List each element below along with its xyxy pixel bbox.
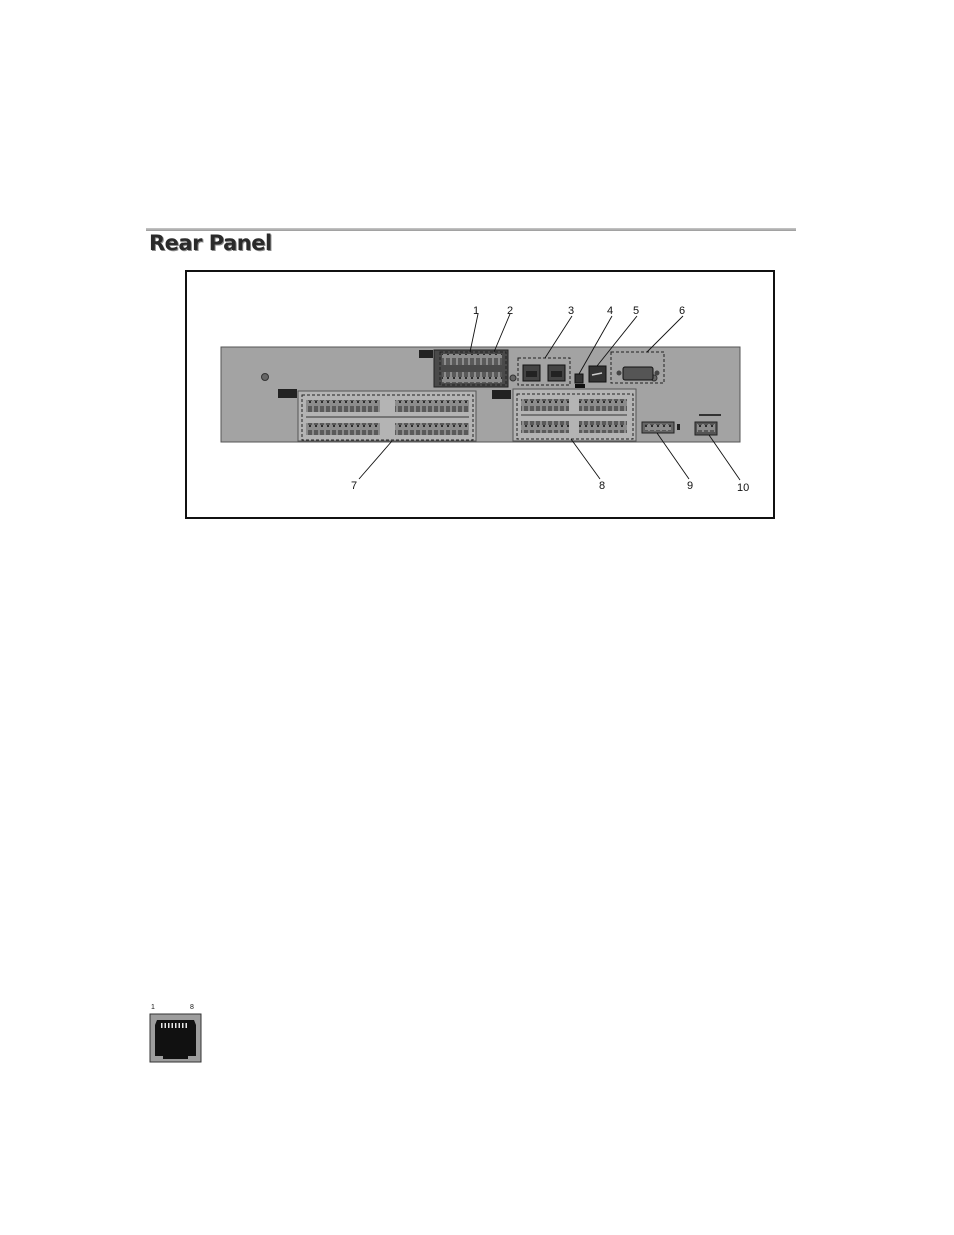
callout-9: 9 bbox=[687, 480, 693, 492]
callout-7: 7 bbox=[351, 480, 357, 492]
rear-panel-figure: 1 2 3 4 5 6 7 8 9 10 bbox=[185, 270, 775, 519]
switch-4 bbox=[575, 374, 583, 383]
callout-8: 8 bbox=[599, 480, 605, 492]
callout-1: 1 bbox=[473, 305, 479, 317]
callout-6: 6 bbox=[679, 305, 685, 317]
panel-label bbox=[278, 389, 297, 398]
callout-4: 4 bbox=[607, 305, 613, 317]
rj45-jack-icon bbox=[146, 1004, 206, 1064]
panel-label bbox=[492, 390, 511, 399]
callout-5: 5 bbox=[633, 305, 639, 317]
section-title: Rear Panel bbox=[149, 231, 272, 255]
chassis-screw bbox=[262, 374, 269, 381]
rj45-pinout-diagram: 1 8 bbox=[146, 1004, 206, 1064]
chassis-screw bbox=[510, 375, 516, 381]
callout-10: 10 bbox=[737, 482, 749, 494]
callout-2: 2 bbox=[507, 305, 513, 317]
rear-panel-illustration: 1 2 3 4 5 6 7 8 9 10 bbox=[187, 272, 773, 517]
panel-label bbox=[419, 350, 433, 358]
callout-3: 3 bbox=[568, 305, 574, 317]
